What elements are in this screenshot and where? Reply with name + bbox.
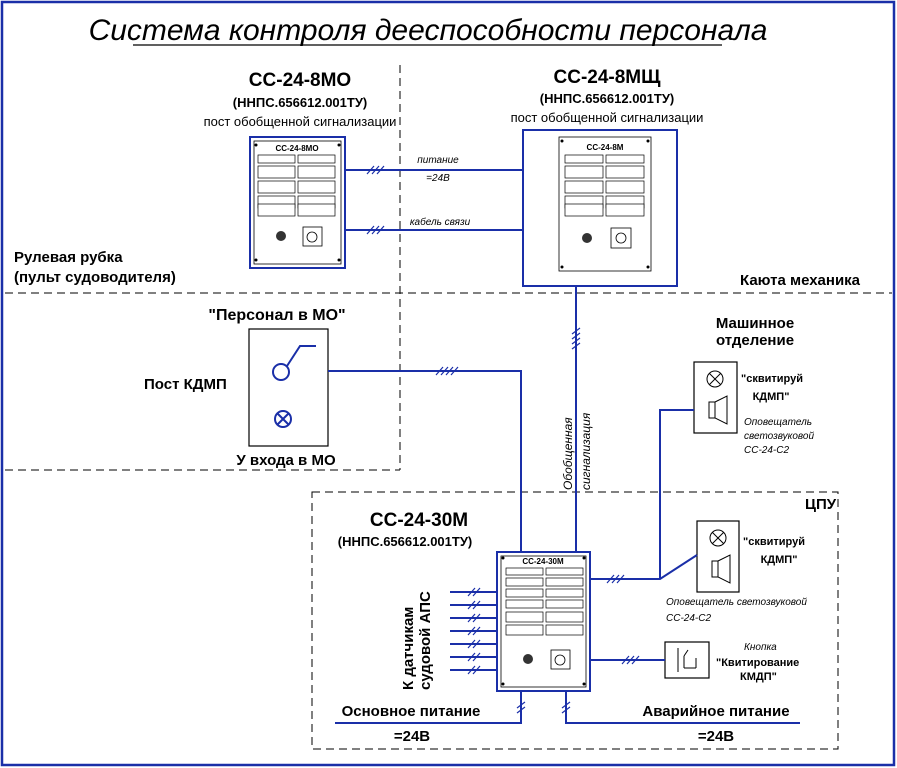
ack-button-box <box>664 641 710 679</box>
announcer-1-ack-b: КДМП" <box>753 391 790 403</box>
msch-panel-title: СС-24-8М <box>587 143 624 152</box>
engine-room-label-2: отделение <box>716 332 794 349</box>
diagram-title: Система контроля дееспособности персонал… <box>89 14 768 47</box>
main-panel-title: СС-24-30М <box>522 557 564 566</box>
general-alarm-label-2: сигнализация <box>579 412 593 490</box>
main-device-code: (ННПС.656612.001ТУ) <box>338 534 473 549</box>
engine-room-label: Машинное <box>716 315 794 332</box>
announcer-2-name: Оповещатель светозвуковой <box>666 597 807 608</box>
msch-device-code: (ННПС.656612.001ТУ) <box>540 91 675 106</box>
comm-cable-label: кабель связи <box>410 216 471 228</box>
kdmp-post-box <box>248 328 329 447</box>
sensors-label: К датчикам <box>400 607 417 690</box>
wheelhouse-sub-label: (пульт судоводителя) <box>14 269 176 286</box>
announcer-1-name-b: светозвуковой <box>744 431 814 442</box>
ack-button-label: Кнопка <box>744 642 777 653</box>
main-panel: СС-24-30М <box>496 551 591 692</box>
main-device-name: СС-24-30М <box>370 510 468 531</box>
kdmp-wire <box>328 370 522 552</box>
announcer-2-ack: "сквитируй <box>743 536 805 548</box>
ack-button-label-2: "Квитирование <box>716 657 799 669</box>
sensors-label-2: судовой АПС <box>417 591 434 690</box>
msch-panel: СС-24-8М <box>522 129 678 287</box>
main-power-voltage: =24В <box>394 728 430 745</box>
announcer-2-ack-b: КДМП" <box>761 554 798 566</box>
power-wire-value: =24В <box>426 173 450 184</box>
mo-panel: СС-24-8МО <box>249 136 346 269</box>
kdmp-key-icon <box>272 363 290 381</box>
mo-device-desc: пост обобщенной сигнализации <box>204 114 397 129</box>
kdmp-post-label: Пост КДМП <box>144 376 227 393</box>
control-room-label: ЦПУ <box>805 496 837 513</box>
announcer-1-wire <box>659 409 694 579</box>
emergency-power-wire <box>565 691 800 724</box>
announcer-1-name: Оповещатель <box>744 417 812 428</box>
announcer-2-model: СС-24-С2 <box>666 613 711 624</box>
mo-panel-title: СС-24-8МО <box>275 144 318 153</box>
power-wire-label: питание <box>417 155 459 166</box>
emergency-power-voltage: =24В <box>698 728 734 745</box>
kdmp-heading: "Персонал в МО" <box>208 307 345 324</box>
announcer-1-model: СС-24-С2 <box>744 445 789 456</box>
kdmp-entry-label: У входа в МО <box>236 452 336 469</box>
main-power-wire <box>335 691 522 724</box>
ack-button-label-3: КМДП" <box>740 671 777 683</box>
announcer-1-ack: "сквитируй <box>741 373 803 385</box>
announcer-2-box <box>696 520 740 593</box>
mo-device-code: (ННПС.656612.001ТУ) <box>233 95 368 110</box>
announcer-1-box <box>693 361 738 434</box>
wheelhouse-label: Рулевая рубка <box>14 249 123 266</box>
announcer-2-wire <box>590 554 698 580</box>
mo-device-name: СС-24-8МО <box>249 70 351 91</box>
sensor-wires <box>450 587 497 675</box>
mechanic-cabin-label: Каюта механика <box>740 272 861 289</box>
msch-device-desc: пост обобщенной сигнализации <box>511 110 704 125</box>
msch-device-name: СС-24-8МЩ <box>554 67 662 88</box>
kdmp-lamp-icon <box>274 410 292 428</box>
emergency-power-label: Аварийное питание <box>642 703 789 720</box>
main-power-label: Основное питание <box>342 703 481 720</box>
general-alarm-label: Обобщенная <box>561 417 575 490</box>
